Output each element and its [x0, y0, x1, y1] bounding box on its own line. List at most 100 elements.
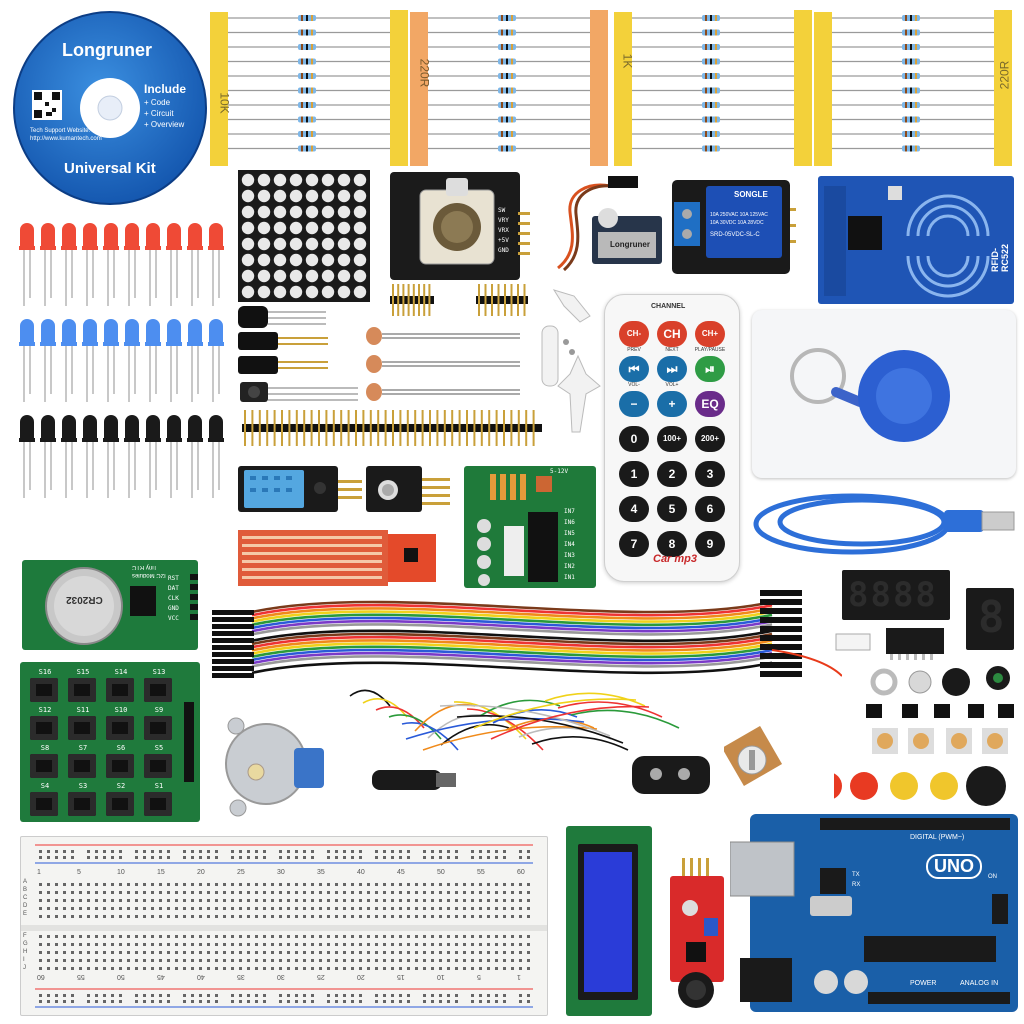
matrix-dot: [257, 173, 271, 187]
matrix-dot: [273, 285, 287, 299]
keypad-key-label: S5: [154, 744, 164, 752]
led: [146, 223, 160, 248]
led-set: [14, 218, 234, 538]
led: [41, 319, 55, 344]
led: [62, 415, 76, 440]
keypad-key[interactable]: [68, 678, 96, 702]
keypad-key[interactable]: [106, 792, 134, 816]
remote-button[interactable]: 1: [619, 461, 649, 487]
jumper-wire: [479, 699, 561, 717]
dupont-wire: [251, 629, 773, 643]
keypad-key[interactable]: [30, 792, 58, 816]
cd-include-title: Include: [144, 82, 187, 96]
jumper-wire: [570, 709, 680, 729]
dupont-wire: [251, 613, 773, 627]
led: [41, 415, 55, 440]
matrix-dot: [305, 285, 319, 299]
matrix-dot: [305, 269, 319, 283]
dupont-wire: [251, 645, 773, 659]
matrix-dot: [353, 205, 367, 219]
relay-module: SONGLE 10A 250VAC 10A 125VAC 10A 30VDC 1…: [672, 180, 796, 276]
keypad-key[interactable]: [144, 716, 172, 740]
keypad-key[interactable]: [30, 678, 58, 702]
keypad-key[interactable]: [106, 754, 134, 778]
remote-button[interactable]: 3: [695, 461, 725, 487]
matrix-dot: [289, 269, 303, 283]
breadboard-row-letter: F: [23, 933, 27, 939]
breadboard-row-letter: D: [23, 903, 28, 909]
remote-button[interactable]: −: [619, 391, 649, 417]
keypad-key[interactable]: [30, 716, 58, 740]
remote-button[interactable]: 6: [695, 496, 725, 522]
keypad-key[interactable]: [30, 754, 58, 778]
matrix-dot: [337, 221, 351, 235]
keypad-key[interactable]: [144, 678, 172, 702]
remote-button[interactable]: CH+: [695, 321, 725, 347]
remote-button[interactable]: 5: [657, 496, 687, 522]
remote-button[interactable]: 7: [619, 531, 649, 557]
breadboard-column-number: 50: [117, 973, 125, 980]
keypad-key-label: S11: [76, 706, 90, 714]
dupont-connector: [760, 617, 802, 623]
led: [41, 223, 55, 248]
keypad-key[interactable]: [68, 754, 96, 778]
dupont-wire: [251, 603, 773, 617]
remote-button[interactable]: 200+: [695, 426, 725, 452]
9v-battery-snap: [632, 754, 714, 796]
relay-model: SRD-05VDC-SL-C: [710, 232, 760, 238]
matrix-dot: [321, 253, 335, 267]
driver-input-label: IN3: [564, 552, 575, 559]
rtc-pin-label: RST: [168, 575, 179, 582]
remote-button[interactable]: 9: [695, 531, 725, 557]
dupont-connector: [760, 671, 802, 677]
remote-button[interactable]: 8: [657, 531, 687, 557]
led: [20, 415, 34, 440]
keypad-key-label: S7: [78, 744, 88, 752]
dupont-wire: [251, 632, 773, 646]
remote-button[interactable]: ⏭: [657, 356, 687, 382]
remote-button[interactable]: 100+: [657, 426, 687, 452]
matrix-dot: [257, 205, 271, 219]
matrix-dot: [289, 189, 303, 203]
keypad-key[interactable]: [68, 792, 96, 816]
matrix-dot: [289, 253, 303, 267]
keypad-key[interactable]: [106, 716, 134, 740]
dupont-connector: [212, 610, 254, 615]
remote-button[interactable]: 2: [657, 461, 687, 487]
dupont-wire: [251, 642, 773, 655]
remote-button[interactable]: EQ: [695, 391, 725, 417]
keypad-key[interactable]: [144, 792, 172, 816]
seven-segment-4digit: 8888: [842, 570, 950, 620]
keypad-key[interactable]: [68, 716, 96, 740]
matrix-dot: [257, 237, 271, 251]
matrix-dot: [257, 253, 271, 267]
breadboard-column-number: 25: [237, 869, 245, 876]
led: [125, 223, 139, 248]
dupont-wire: [251, 648, 773, 662]
remote-button[interactable]: 4: [619, 496, 649, 522]
keypad-key[interactable]: [144, 754, 172, 778]
remote-button[interactable]: ⏯: [695, 356, 725, 382]
remote-button-sublabel: PREV: [627, 347, 641, 353]
remote-button[interactable]: ⏮: [619, 356, 649, 382]
keypad-key-label: S10: [114, 706, 128, 714]
remote-button[interactable]: CH: [657, 321, 687, 347]
dupont-connector: [212, 624, 254, 629]
breadboard-column-number: 15: [157, 869, 165, 876]
remote-button[interactable]: CH-: [619, 321, 649, 347]
remote-button[interactable]: +: [657, 391, 687, 417]
matrix-dot: [337, 237, 351, 251]
joystick-pin-label: +5V: [498, 237, 509, 244]
dupont-connector: [760, 653, 802, 659]
keypad-key-label: S13: [152, 668, 166, 676]
dupont-connector: [212, 617, 254, 622]
breadboard-row-letter: G: [23, 941, 28, 947]
resistor-label-10k: 10K: [217, 92, 232, 114]
dht11-sensor: [238, 466, 362, 514]
dupont-connector: [212, 638, 254, 643]
led: [167, 415, 181, 440]
remote-button[interactable]: 0: [619, 426, 649, 452]
keypad-key[interactable]: [106, 678, 134, 702]
